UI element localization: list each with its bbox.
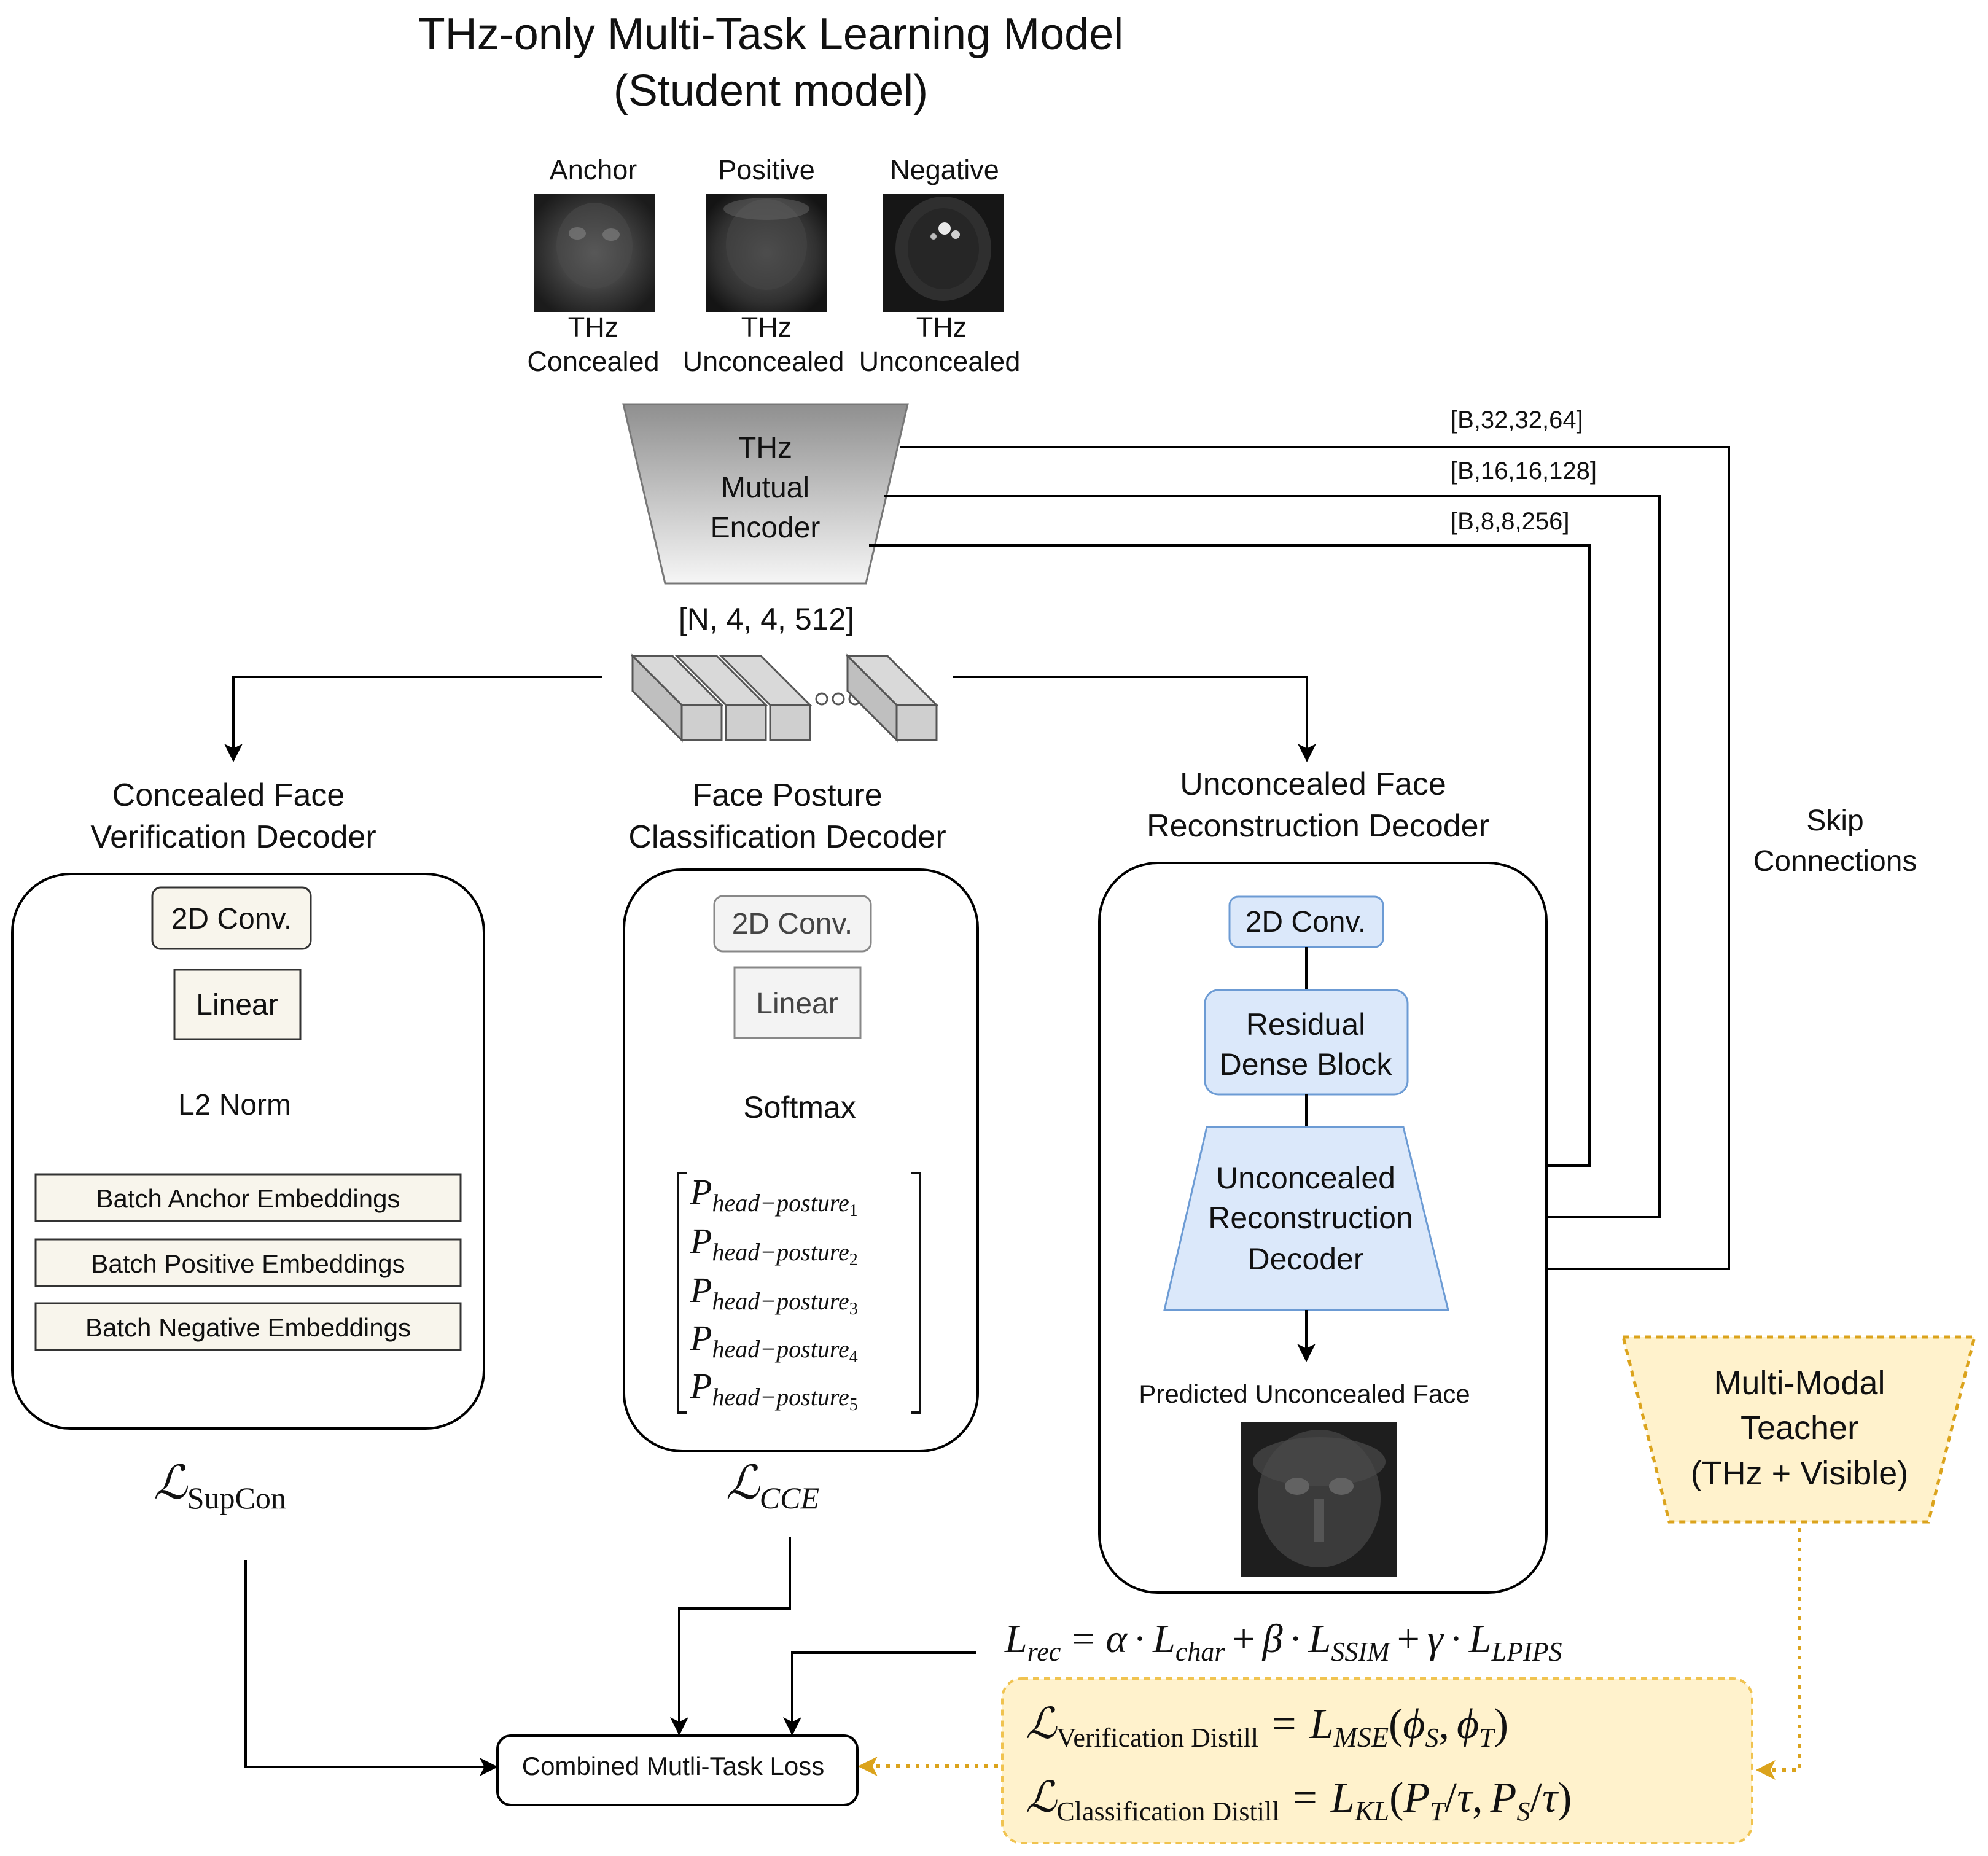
prob-entry-4: Phead−posture4 [690, 1318, 858, 1367]
classification-softmax-label: Softmax [743, 1090, 856, 1125]
positive-embeddings-label: Batch Positive Embeddings [91, 1249, 405, 1278]
verification-norm-label: L2 Norm [178, 1089, 291, 1121]
combined-loss-label: Combined Mutli-Task Loss [522, 1752, 825, 1780]
probability-vector: Phead−posture1 Phead−posture2 Phead−post… [690, 1172, 858, 1414]
title-line2: (Student model) [614, 66, 928, 115]
teacher-to-distill-arrow [1755, 1528, 1801, 1780]
skip-shape-3: [B,8,8,256] [1451, 508, 1569, 535]
supcon-loss-subscript: SupCon [187, 1481, 286, 1515]
input-anchor-mod: THz [568, 311, 619, 343]
encoder-line2: Mutual [721, 472, 809, 504]
predicted-face-image [1241, 1422, 1397, 1577]
prob-entry-3: Phead−posture3 [690, 1270, 858, 1319]
cce-loss-symbol: ℒ [726, 1457, 761, 1509]
classification-title-line1: Face Posture [692, 778, 882, 813]
latent-arrows [224, 676, 1316, 762]
thz-negative-image [883, 194, 1004, 312]
classification-conv-label: 2D Conv. [732, 908, 853, 940]
anchor-embeddings-block [34, 1173, 462, 1222]
teacher-line3: (THz + Visible) [1691, 1455, 1909, 1492]
negative-embeddings-block [34, 1302, 462, 1351]
supcon-loss-symbol: ℒ [154, 1457, 189, 1509]
input-positive-mod: THz [741, 311, 792, 343]
verification-conv-label: 2D Conv. [171, 903, 292, 935]
thz-anchor-image [534, 194, 655, 312]
classification-title-line2: Classification Decoder [628, 819, 946, 855]
decoder-line2: Reconstruction [1208, 1201, 1413, 1235]
classification-linear-block [733, 966, 862, 1039]
verification-title-line2: Verification Decoder [90, 819, 376, 855]
verification-linear-block [173, 969, 302, 1040]
positive-embeddings-block [34, 1238, 462, 1287]
rdb-line2: Dense Block [1220, 1047, 1393, 1082]
decoder-line1: Unconcealed [1216, 1161, 1395, 1195]
verification-linear-label: Linear [196, 989, 278, 1021]
prob-entry-2: Phead−posture2 [690, 1221, 858, 1269]
input-anchor-label: Anchor [550, 154, 637, 185]
classification-linear-label: Linear [756, 988, 838, 1020]
encoder-line1: THz [738, 432, 792, 464]
skip-label-line2: Connections [1753, 845, 1917, 878]
classification-conv-block [713, 895, 872, 953]
input-anchor-type: Concealed [527, 346, 659, 377]
skip-shape-1: [B,32,32,64] [1451, 407, 1583, 434]
teacher-line1: Multi-Modal [1713, 1365, 1885, 1402]
rdb-line1: Residual [1246, 1007, 1366, 1042]
latent-feature-maps [630, 653, 939, 743]
predicted-face-label: Predicted Unconcealed Face [1139, 1379, 1470, 1408]
prob-entry-1: Phead−posture1 [690, 1172, 858, 1220]
anchor-embeddings-label: Batch Anchor Embeddings [96, 1184, 400, 1213]
input-negative-mod: THz [916, 311, 967, 343]
decoder-line3: Decoder [1248, 1242, 1364, 1276]
negative-embeddings-label: Batch Negative Embeddings [85, 1313, 411, 1342]
input-negative-type: Unconcealed [859, 346, 1021, 377]
verification-distill-equation: ℒVerification Distill=LMSE(ϕS,ϕT) [1026, 1701, 1508, 1753]
reconstruction-title-line2: Reconstruction Decoder [1147, 808, 1489, 844]
skip-shape-2: [B,16,16,128] [1451, 458, 1597, 485]
encoder-line3: Encoder [711, 512, 821, 544]
unconcealed-reconstruction-decoder [1163, 1126, 1449, 1311]
distillation-loss-box [1001, 1677, 1753, 1844]
cce-loss: ℒCCE [726, 1457, 819, 1515]
thz-positive-image [706, 194, 827, 312]
skip-label-line1: Skip [1806, 805, 1863, 837]
verification-conv-block [151, 886, 312, 950]
classification-distill-equation: ℒClassification Distill=LKL(PT/τ,PS/τ) [1026, 1774, 1572, 1827]
multimodal-teacher [1621, 1335, 1977, 1524]
input-positive-label: Positive [718, 154, 815, 185]
title-line1: THz-only Multi-Task Learning Model [418, 10, 1123, 59]
reconstruction-title-line1: Unconcealed Face [1180, 766, 1446, 802]
probability-vector-brackets [677, 1172, 921, 1414]
reconstruction-conv-label: 2D Conv. [1245, 906, 1366, 938]
loss-arrows [244, 1537, 976, 1776]
reconstruction-loss-equation: Lrec=α·Lchar+β·LSSIM+γ·LLPIPS [1004, 1616, 1562, 1667]
input-positive-type: Unconcealed [683, 346, 844, 377]
mutual-encoder [622, 403, 909, 585]
latent-shape-label: [N, 4, 4, 512] [679, 602, 854, 636]
supcon-loss: ℒSupCon [154, 1457, 286, 1515]
prob-entry-5: Phead−posture5 [690, 1366, 858, 1414]
input-negative-label: Negative [890, 154, 999, 185]
classification-decoder-box [623, 868, 979, 1452]
verification-title-line1: Concealed Face [112, 778, 345, 813]
cce-loss-subscript: CCE [760, 1481, 819, 1515]
verification-decoder-box [11, 873, 485, 1430]
teacher-line2: Teacher [1740, 1410, 1858, 1446]
